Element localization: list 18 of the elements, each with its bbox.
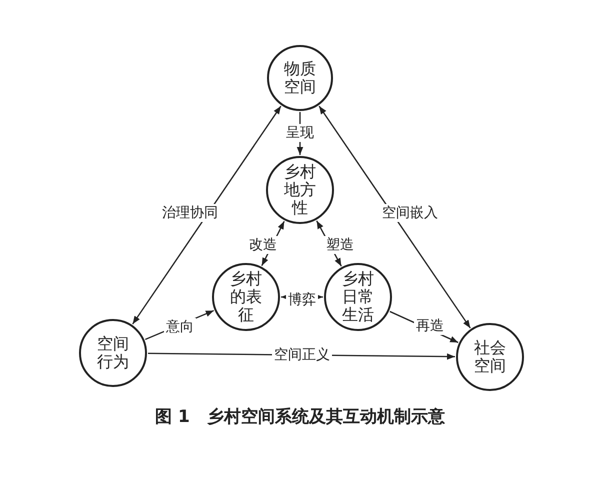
arrow xyxy=(132,106,282,324)
node-label: 物质空间 xyxy=(283,60,317,96)
edge-label: 再造 xyxy=(414,317,446,335)
edge-label: 意向 xyxy=(164,318,196,336)
node-label: 乡村的表征 xyxy=(229,270,263,324)
node-label: 乡村日常生活 xyxy=(341,270,375,324)
edge-label: 呈现 xyxy=(284,124,316,142)
caption: 图 1 乡村空间系统及其互动机制示意 xyxy=(154,406,446,428)
edge-label: 塑造 xyxy=(324,236,356,254)
edge-label: 改造 xyxy=(247,236,279,254)
node-label: 社会空间 xyxy=(473,339,507,375)
arrow xyxy=(318,106,471,328)
edge-label: 空间正义 xyxy=(272,346,332,364)
edge-label: 治理协同 xyxy=(160,204,220,222)
node-label: 空间行为 xyxy=(96,335,130,371)
edge-label: 博弈 xyxy=(286,291,318,309)
edge-label: 空间嵌入 xyxy=(380,204,440,222)
node-label: 乡村地方性 xyxy=(283,163,317,217)
